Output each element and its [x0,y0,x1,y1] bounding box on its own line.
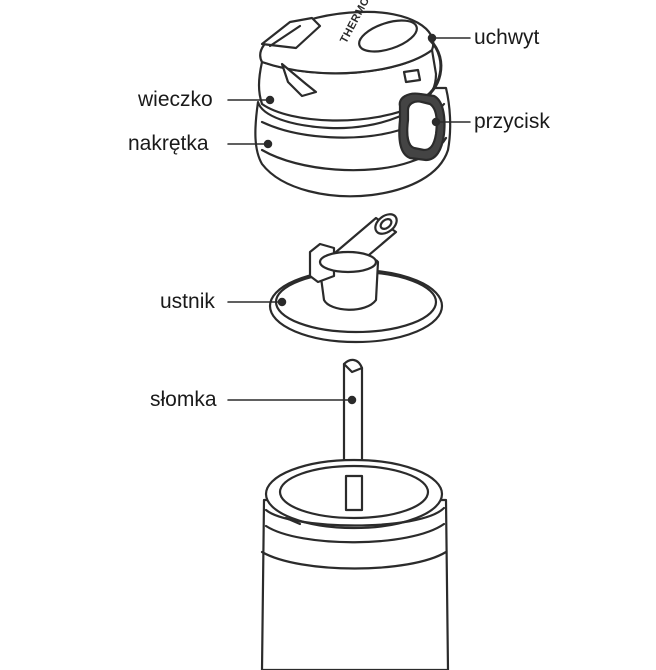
cap-assembly: THERMOS [254,0,452,198]
label-ustnik: ustnik [160,290,215,313]
label-przycisk: przycisk [474,110,550,133]
leader-dot-przycisk [431,117,441,127]
lid-vent [402,68,422,84]
leader-dot-slomka [347,395,357,405]
leader-dot-wieczko [265,95,275,105]
bottle-thread-1 [264,506,446,527]
push-button-face [406,100,438,152]
straw-inside [344,474,364,512]
lid-window [358,19,418,53]
hinge-detail [268,24,302,48]
bottle-thread-2 [264,522,446,544]
straw-top [342,358,364,374]
bottle [260,458,450,670]
leader-dot-nakretka [263,139,273,149]
spout-tip-hole [379,218,393,230]
leader-dot-uchwyt [427,33,437,43]
label-wieczko: wieczko [138,88,213,111]
bottle-shoulder [260,550,448,570]
screw-cap-body [254,86,452,198]
label-slomka: słomka [150,388,217,411]
leader-lines [227,33,471,405]
bottle-thread-mark [284,516,302,526]
lid-latch [280,62,318,98]
leader-dot-ustnik [277,297,287,307]
label-nakretka: nakrętka [128,132,209,155]
mouthpiece-neck [318,250,378,274]
mouthpiece-assembly [268,213,444,344]
label-uchwyt: uchwyt [474,26,540,49]
